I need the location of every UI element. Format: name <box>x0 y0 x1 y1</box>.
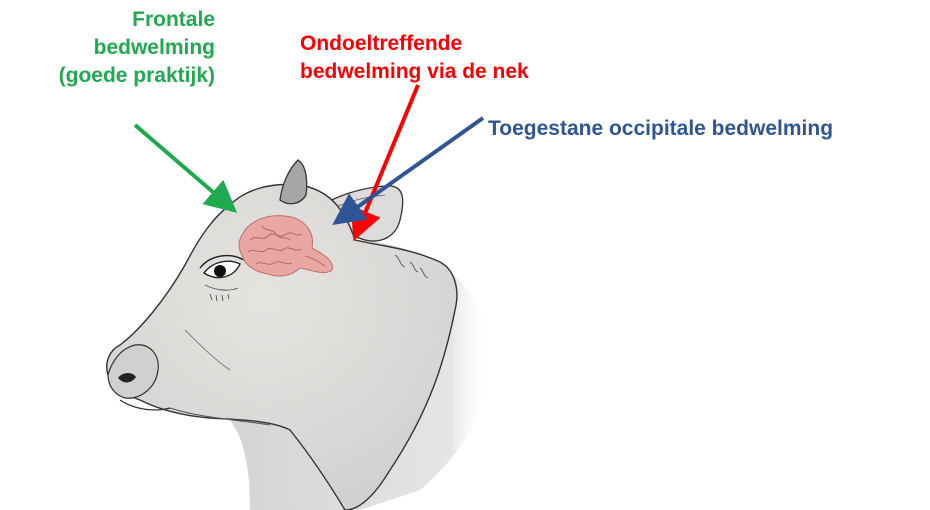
neck-label-line-2: bedwelming via de nek <box>300 58 529 86</box>
neck-stunning-label: Ondoeltreffende bedwelming via de nek <box>300 30 529 86</box>
frontal-label-line-1: Frontale <box>20 6 215 34</box>
frontal-stunning-label: Frontale bedwelming (goede praktijk) <box>20 6 215 90</box>
frontal-label-line-2: bedwelming <box>20 34 215 62</box>
occipital-label-line-1: Toegestane occipitale bedwelming <box>488 115 833 143</box>
frontal-label-line-3: (goede praktijk) <box>20 62 215 90</box>
cow-horn <box>280 160 307 204</box>
neck-label-line-1: Ondoeltreffende <box>300 30 529 58</box>
occipital-arrow <box>342 118 483 218</box>
occipital-stunning-label: Toegestane occipitale bedwelming <box>488 115 833 143</box>
frontal-arrow <box>135 125 228 205</box>
